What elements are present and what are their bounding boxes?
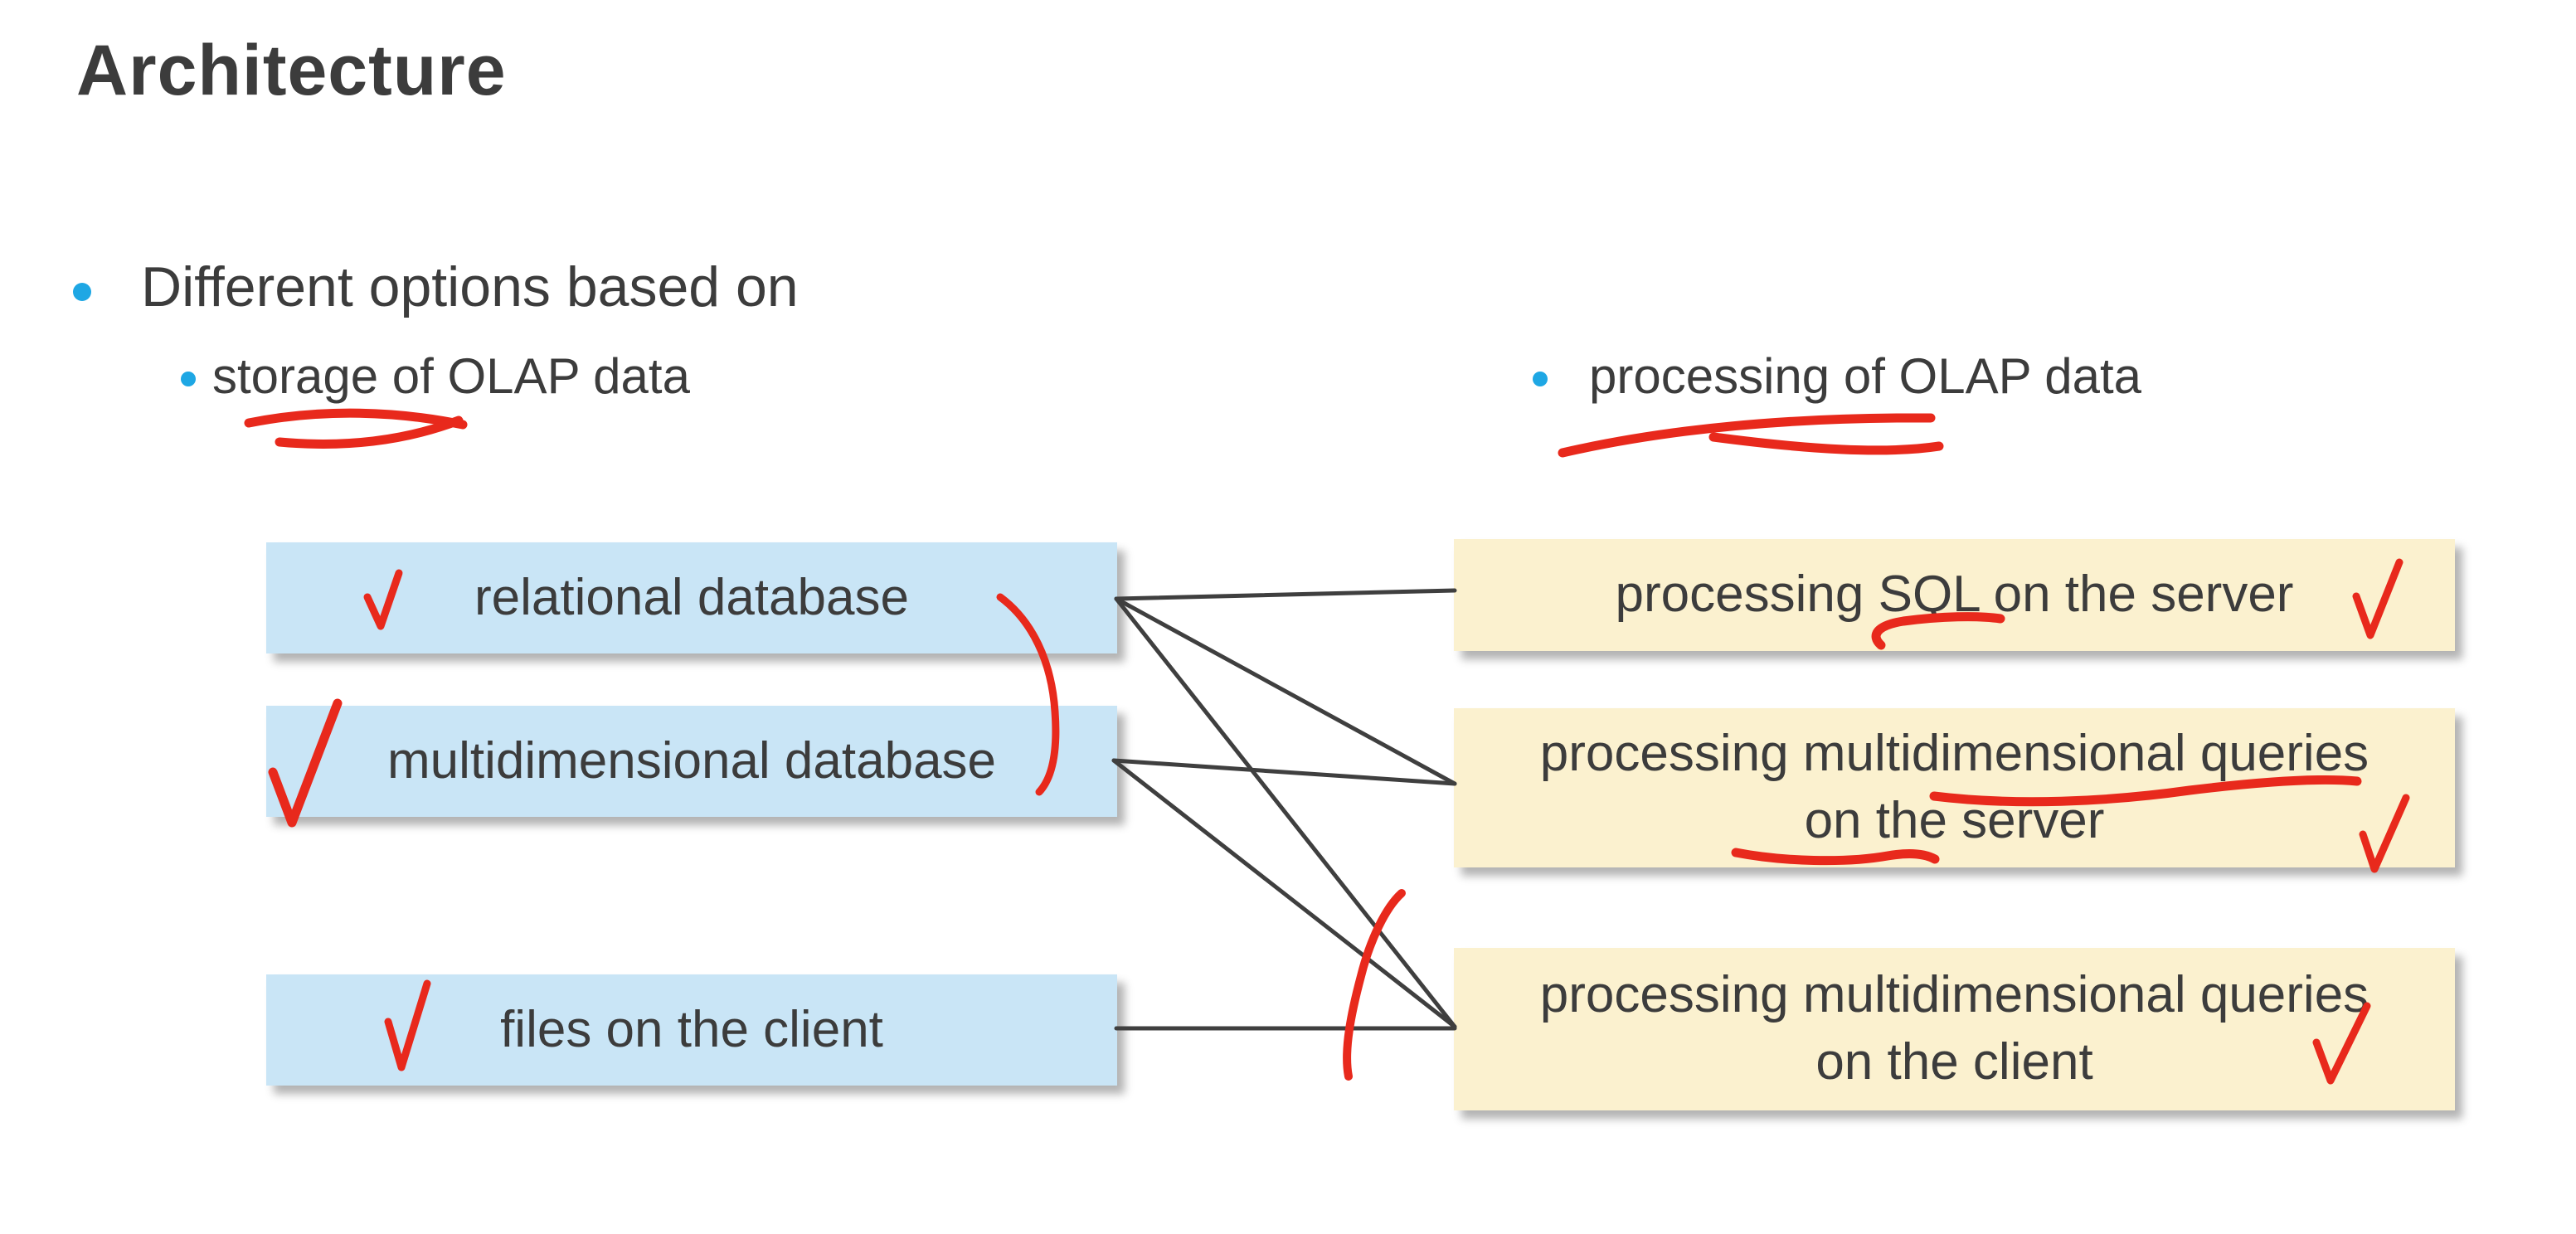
- underline-storage-stroke1: [244, 408, 468, 430]
- bullet-icon: [73, 283, 91, 301]
- underline-processing-stroke2: [1708, 432, 1944, 455]
- sub-bullet-storage: storage of OLAP data: [212, 348, 690, 404]
- storage-box-relational-database-label: relational database: [474, 568, 909, 626]
- bullet-icon: [1533, 372, 1548, 386]
- connector-relational-to-md-client: [1114, 596, 1457, 1029]
- processing-box-md-queries-server: processing multidimensional queries on t…: [1454, 708, 2455, 867]
- connector-relational-to-sql-server: [1114, 588, 1457, 601]
- storage-box-relational-database: relational database: [266, 542, 1117, 653]
- connector-multidimensional-to-md-server: [1111, 758, 1457, 786]
- storage-box-files-on-client-label: files on the client: [500, 1000, 883, 1058]
- processing-box-sql-server-label: processing SQL on the server: [1615, 566, 2294, 624]
- annotation-arc-stroke: [1343, 889, 1406, 1081]
- processing-box-md-queries-server-label: processing multidimensional queries on t…: [1539, 725, 2369, 849]
- processing-box-sql-server: processing SQL on the server: [1454, 539, 2455, 651]
- connector-relational-to-md-server: [1114, 596, 1457, 786]
- storage-box-multidimensional-database-label: multidimensional database: [386, 731, 997, 789]
- connector-multidimensional-to-md-client: [1111, 758, 1457, 1029]
- processing-box-md-queries-client: processing multidimensional queries on t…: [1454, 948, 2455, 1110]
- processing-box-md-queries-client-label: processing multidimensional queries on t…: [1539, 966, 2369, 1091]
- main-bullet-text: Different options based on: [141, 255, 799, 318]
- page-title: Architecture: [76, 31, 507, 110]
- bullet-icon: [181, 372, 196, 386]
- underline-storage-stroke2: [275, 415, 464, 449]
- storage-box-files-on-client: files on the client: [266, 974, 1117, 1086]
- underline-processing-stroke1: [1558, 413, 1936, 458]
- sub-bullet-processing: processing of OLAP data: [1589, 348, 2141, 404]
- storage-box-multidimensional-database: multidimensional database: [266, 706, 1117, 817]
